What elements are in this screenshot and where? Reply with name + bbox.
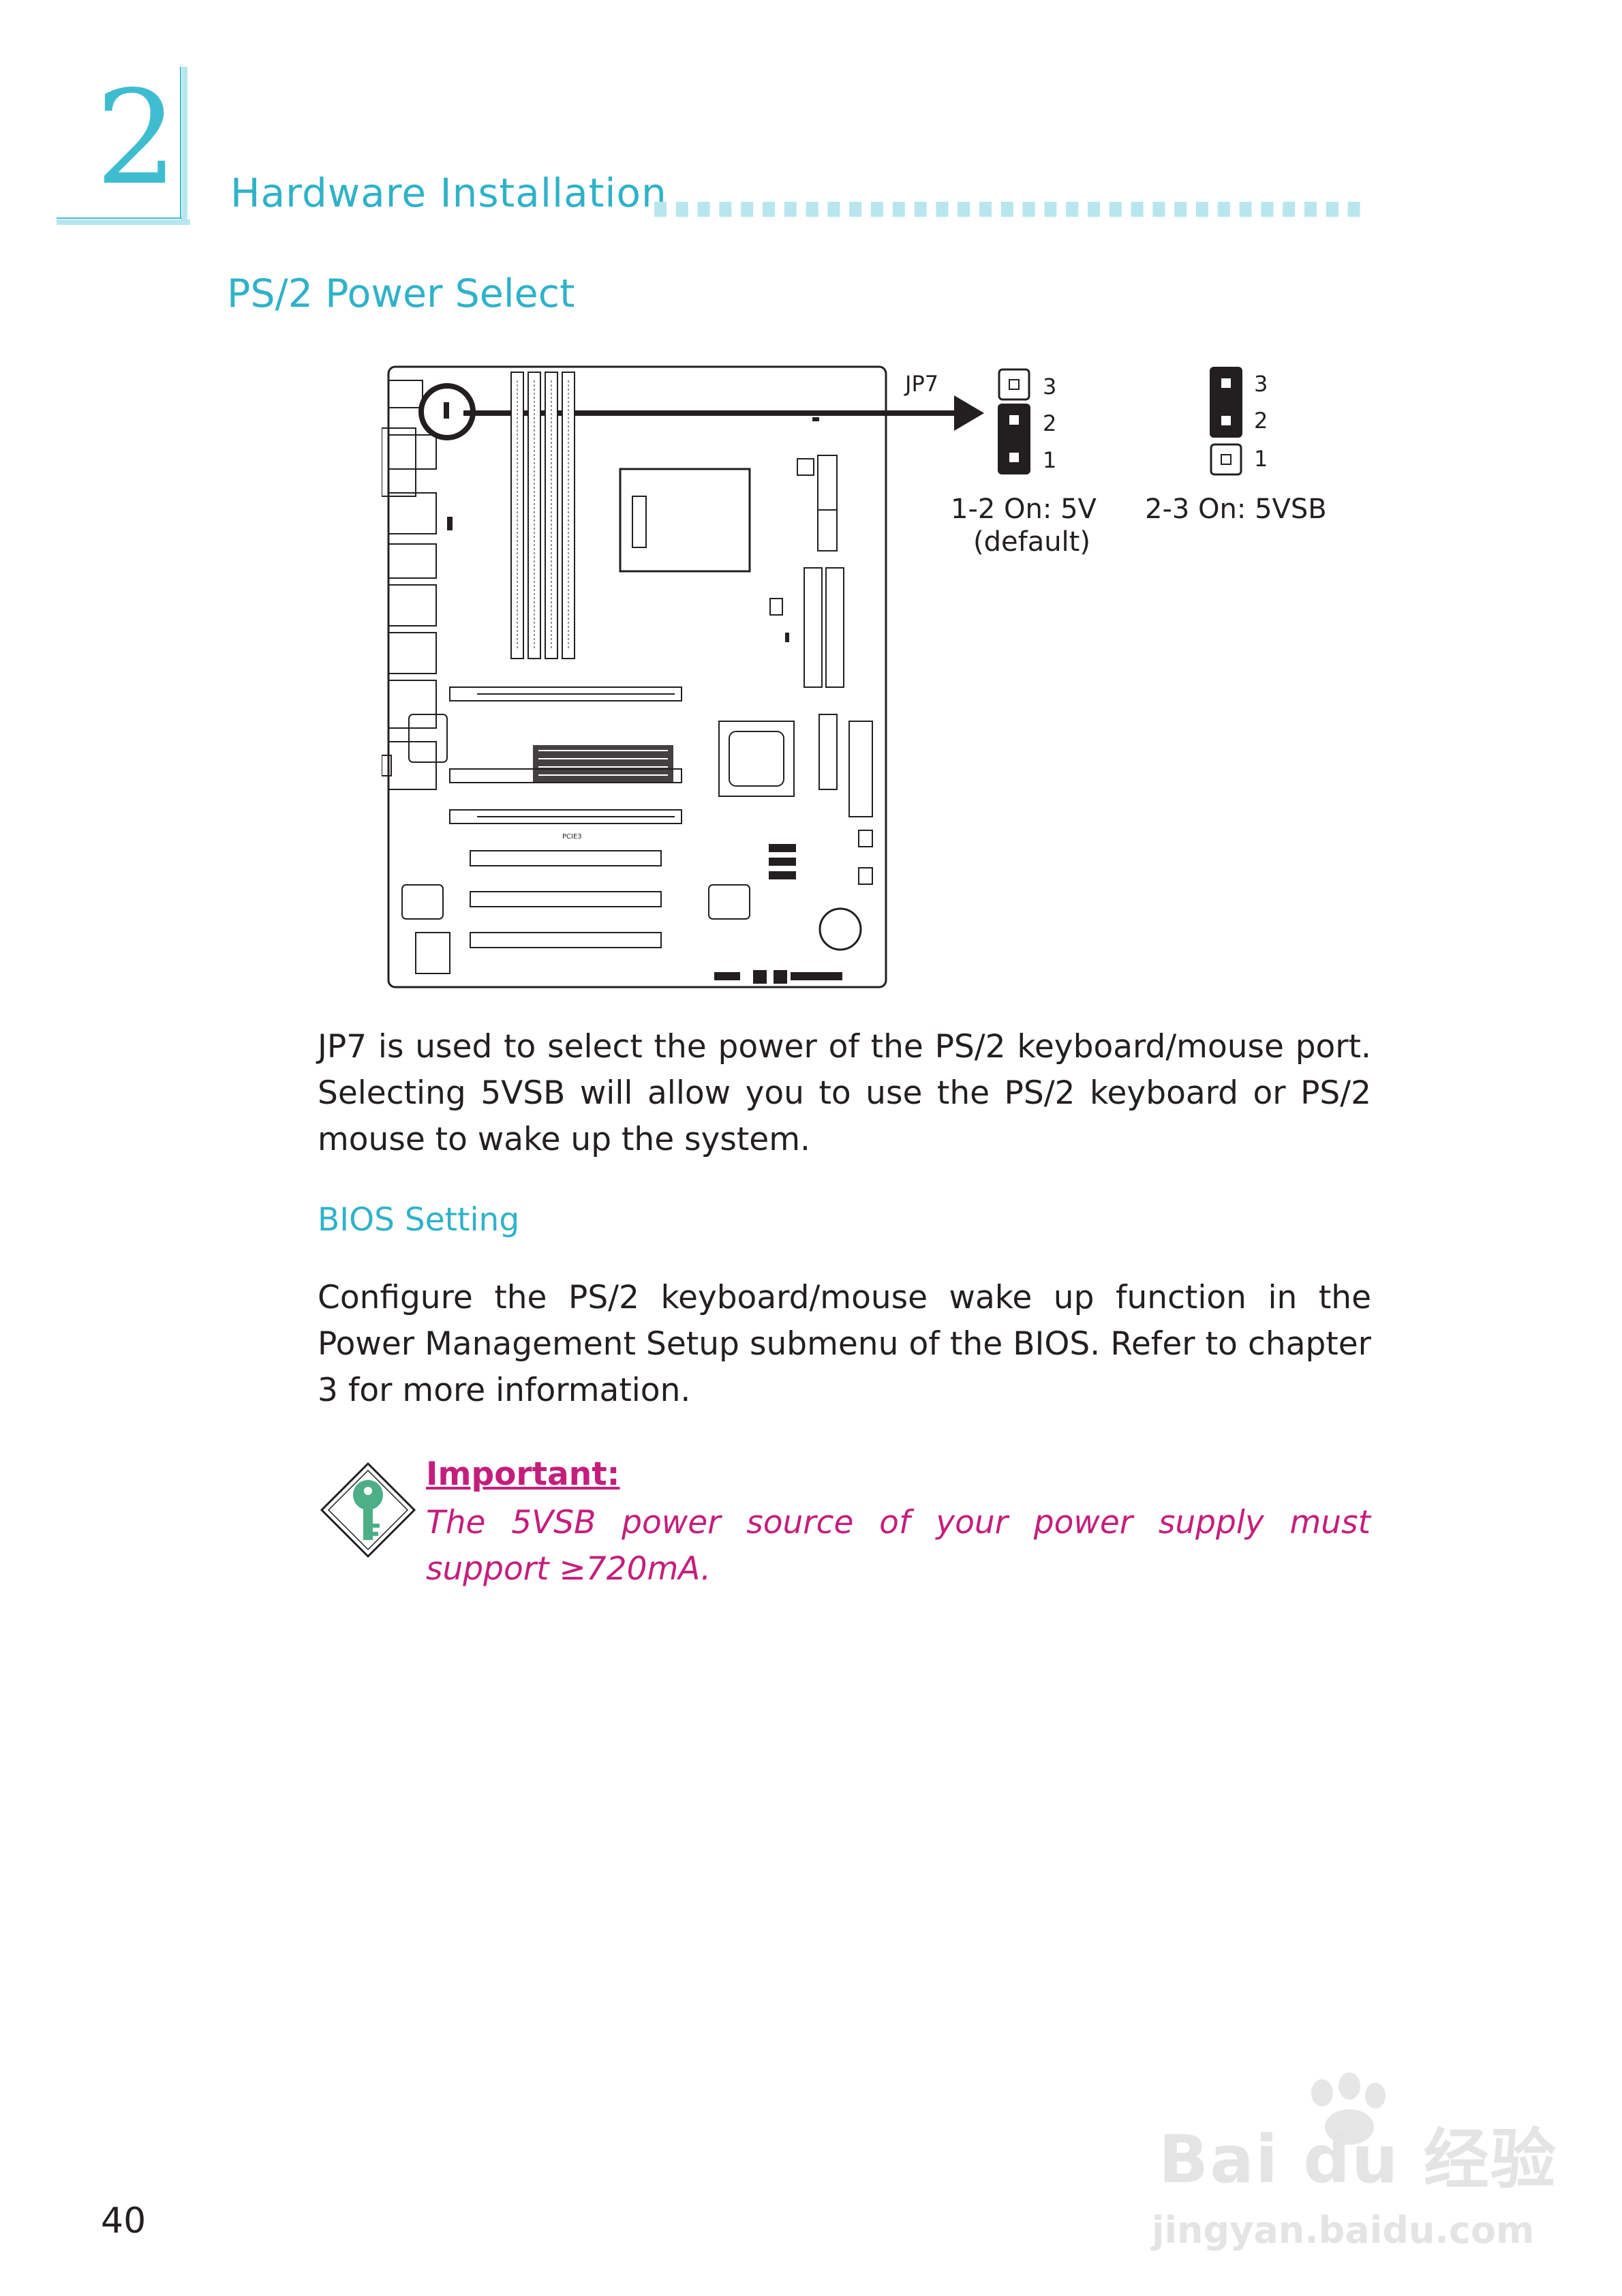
- jumper-name-label: JP7: [904, 371, 938, 397]
- header-dot: [1261, 202, 1274, 217]
- header-dot: [1131, 202, 1144, 217]
- header-dot: [871, 202, 883, 217]
- header-dot: [697, 202, 710, 217]
- chipset: [718, 721, 795, 797]
- pin-label-b-1: 1: [1254, 446, 1268, 472]
- header-dot: [1239, 202, 1252, 217]
- dimm-slots: [510, 372, 575, 659]
- header-dot: [806, 202, 818, 217]
- jp7-on-board: [444, 402, 449, 419]
- pin-label-a-3: 3: [1043, 374, 1056, 399]
- description-paragraph: JP7 is used to select the power of the P…: [318, 1028, 1371, 1158]
- pin-label-b-2: 2: [1254, 408, 1268, 434]
- section-title: PS/2 Power Select: [227, 271, 575, 316]
- important-label: Important:: [426, 1455, 620, 1493]
- slot-label: PCIE3: [562, 833, 582, 841]
- header-dot: [1347, 202, 1360, 217]
- header-dot: [1196, 202, 1208, 217]
- header-dot: [675, 202, 688, 217]
- motherboard-jumper-diagram: PCIE3 3 2 1 JP7 1-2 On: 5V (default): [382, 365, 1327, 988]
- important-text: The 5VSB power source of your power supp…: [426, 1504, 1371, 1588]
- header-dot: [741, 202, 754, 217]
- header-dot: [1326, 202, 1338, 217]
- pin-label-b-3: 3: [1254, 371, 1268, 397]
- watermark-url: jingyan.baidu.com: [1152, 2209, 1535, 2252]
- pin-label-a-2: 2: [1043, 410, 1056, 436]
- rear-io-ports: [382, 380, 437, 790]
- chapter-box-decoration: [57, 67, 190, 225]
- cpu-socket: [619, 468, 751, 573]
- header-dot: [1283, 202, 1296, 217]
- header-dot-rule: [654, 202, 1360, 217]
- header-dot: [1044, 202, 1057, 217]
- header-dot: [958, 202, 970, 217]
- header-dot: [1088, 202, 1100, 217]
- option-a-note: (default): [973, 526, 1090, 558]
- jumper-option-b: [1210, 367, 1242, 476]
- header-dot: [784, 202, 797, 217]
- bios-setting-heading: BIOS Setting: [318, 1201, 520, 1239]
- header-dot: [1174, 202, 1187, 217]
- chapter-title: Hardware Installation: [230, 170, 667, 216]
- header-dot: [1000, 202, 1013, 217]
- header-dot: [914, 202, 927, 217]
- header-dot: [849, 202, 862, 217]
- watermark-brand: Bai du 经验: [1159, 2121, 1557, 2198]
- header-dot: [1066, 202, 1079, 217]
- pointer-arrowhead: [954, 395, 984, 431]
- page-number: 40: [101, 2201, 147, 2241]
- header-dot: [654, 202, 667, 217]
- header-dot: [1022, 202, 1035, 217]
- paw-watermark-icon: [1311, 2072, 1386, 2145]
- chapter-number: 2: [95, 63, 178, 213]
- header-dot: [1304, 202, 1317, 217]
- cmos-battery: [818, 907, 862, 951]
- key-icon: [320, 1462, 416, 1558]
- option-a-caption: 1-2 On: 5V: [951, 494, 1097, 525]
- board-outline: [387, 365, 887, 988]
- jumper-option-a: [998, 368, 1030, 474]
- header-dot: [1217, 202, 1230, 217]
- header-dot: [892, 202, 905, 217]
- option-b-caption: 2-3 On: 5VSB: [1145, 494, 1327, 525]
- expansion-slots: [449, 686, 682, 948]
- header-dot: [936, 202, 949, 217]
- header-dot: [763, 202, 775, 217]
- header-dot: [979, 202, 992, 217]
- bios-paragraph: Configure the PS/2 keyboard/mouse wake u…: [318, 1279, 1371, 1409]
- header-dot: [1109, 202, 1122, 217]
- pin-label-a-1: 1: [1043, 447, 1056, 473]
- header-dot: [719, 202, 732, 217]
- header-dot: [827, 202, 840, 217]
- header-dot: [1152, 202, 1165, 217]
